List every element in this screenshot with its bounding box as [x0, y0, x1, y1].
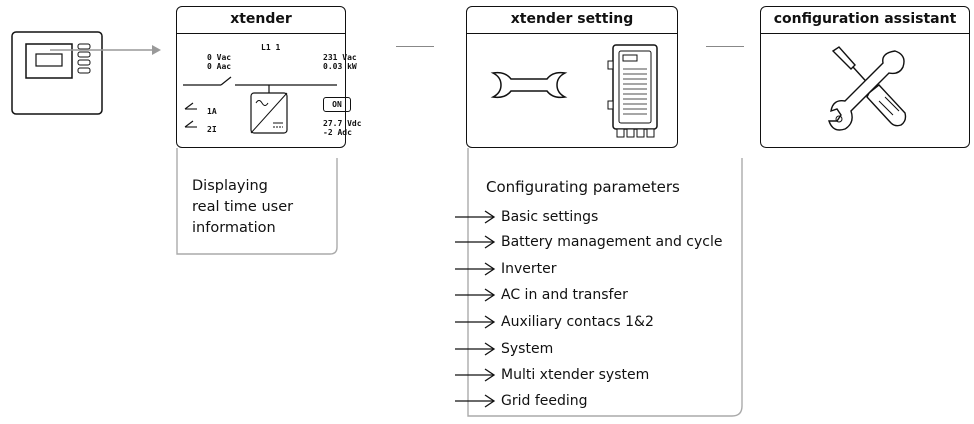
- remote-control-icon: [10, 30, 106, 116]
- param-item[interactable]: System: [455, 339, 553, 359]
- param-item[interactable]: AC in and transfer: [455, 285, 628, 305]
- panel-title: xtender setting: [467, 7, 677, 34]
- inverter-symbol-icon: [183, 76, 337, 134]
- connector-line: [396, 46, 434, 47]
- param-item[interactable]: Auxiliary contacs 1&2: [455, 312, 654, 332]
- param-item[interactable]: Multi xtender system: [455, 365, 649, 385]
- input-current: 0 Aac: [207, 62, 232, 71]
- on-badge: ON: [323, 97, 351, 112]
- switch-1a-label: 1A: [207, 107, 217, 116]
- output-power: 0.03 kW: [323, 62, 357, 71]
- param-item[interactable]: Inverter: [455, 259, 557, 279]
- param-item[interactable]: Grid feeding: [455, 391, 588, 411]
- output-voltage: 231 Vac: [323, 53, 357, 62]
- arrow-icon: [455, 368, 496, 382]
- switch-2i-label: 2I: [207, 125, 217, 134]
- input-voltage: 0 Vac: [207, 53, 232, 62]
- xtender-setting-panel[interactable]: xtender setting: [466, 6, 678, 148]
- param-item[interactable]: Battery management and cycle: [455, 232, 722, 252]
- description-text: Displaying real time user information: [192, 178, 294, 236]
- configuration-assistant-panel[interactable]: configuration assistant: [760, 6, 970, 148]
- line-label: L1 1: [261, 43, 281, 52]
- param-item[interactable]: Basic settings: [455, 207, 598, 227]
- wrench-icon: [490, 71, 568, 99]
- xtender-device-icon: [607, 44, 658, 138]
- description-bracket: [176, 148, 338, 255]
- arrow-icon: [455, 210, 496, 224]
- parameters-bracket: [467, 148, 743, 417]
- panel-title: configuration assistant: [761, 7, 969, 34]
- arrow-icon: [455, 315, 496, 329]
- panel-title: xtender: [177, 7, 345, 34]
- arrow-icon: [455, 262, 496, 276]
- battery-current: -2 Adc: [323, 128, 352, 137]
- connector-line: [706, 46, 744, 47]
- battery-voltage: 27.7 Vdc: [323, 119, 362, 128]
- xtender-panel[interactable]: xtender L1 1 0 Vac 0 Aac 231 Vac 0.03 kW…: [176, 6, 362, 148]
- parameters-title: Configurating parameters: [486, 178, 680, 196]
- tools-icon: [828, 46, 907, 131]
- arrow-icon: [455, 394, 496, 408]
- connector-arrow: [50, 45, 161, 55]
- arrow-icon: [455, 235, 496, 249]
- arrow-icon: [455, 342, 496, 356]
- arrow-icon: [455, 288, 496, 302]
